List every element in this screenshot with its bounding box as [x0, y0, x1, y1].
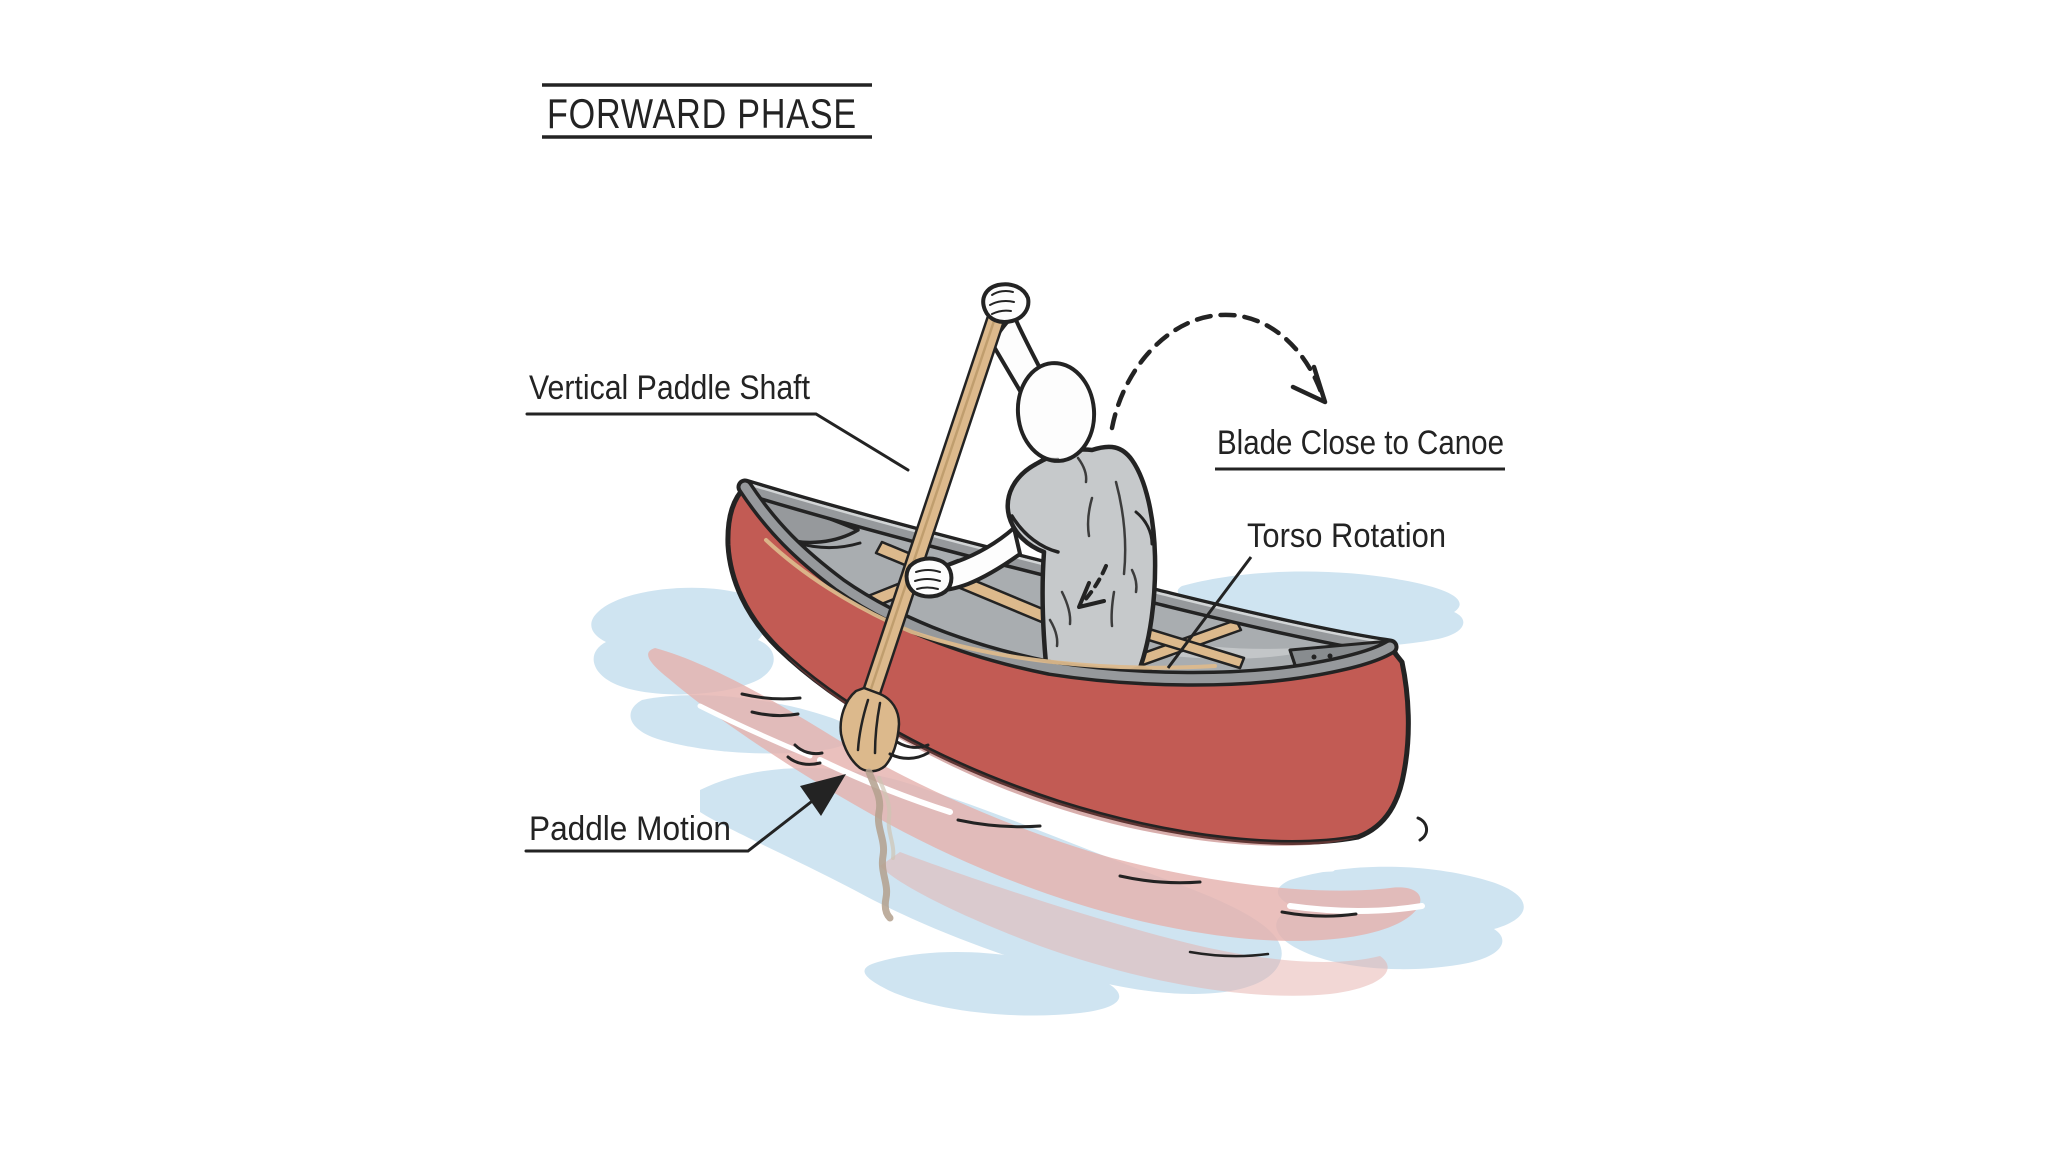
wave-line-2 [750, 710, 800, 718]
hull-shading-bottom [778, 648, 1358, 846]
torso-rotation-leader [1166, 556, 1253, 669]
paddle-motion-leader [524, 793, 822, 853]
paddler-lower-hand [904, 556, 954, 599]
shirt-fold-4 [1060, 590, 1072, 626]
wave-line-6 [1188, 950, 1270, 958]
paddle [839, 282, 1031, 773]
wave-line-3 [956, 818, 1042, 829]
blade-wake [786, 740, 930, 922]
torso-rotation-dashed-curve [1082, 564, 1108, 603]
blade-ridge-1 [856, 698, 870, 752]
label-vertical-paddle-shaft: Vertical Paddle Shaft [529, 369, 810, 407]
water-highlight-streak-3 [1136, 848, 1336, 873]
label-torso-rotation: Torso Rotation [1247, 517, 1446, 555]
shirt-fold-2 [1114, 480, 1127, 576]
recovery-arc-dashed-arrow [1109, 312, 1324, 431]
paddle-shaft-shading [869, 305, 1001, 690]
wave-line-5 [1280, 910, 1358, 918]
inwale-wood-line [764, 538, 1217, 670]
paddle-blade [839, 686, 901, 773]
annotations: FORWARD PHASE Vertical Paddle Shaft Blad… [524, 83, 1505, 853]
lower-hand-finger-3 [916, 586, 939, 590]
ripple-right-1 [888, 751, 930, 760]
paddler-top-hand [981, 282, 1031, 324]
lower-hand-finger-1 [915, 569, 941, 573]
water-highlight-streak-4 [1287, 903, 1425, 914]
ripple-left-1 [786, 755, 822, 766]
label-paddle-motion: Paddle Motion [529, 810, 731, 848]
wave-line-1 [740, 692, 802, 701]
paddler [924, 318, 1158, 677]
stern-cap-rivet-1 [1311, 654, 1317, 660]
ripple-left-2 [793, 743, 824, 756]
shirt-fold-1 [1076, 456, 1088, 484]
blade-drip-trail [865, 768, 894, 922]
paddler-head [1015, 361, 1097, 463]
top-hand-finger-1 [991, 290, 1014, 296]
paddle-motion-arrowhead-icon [800, 774, 846, 816]
stern-cap-rivet-2 [1327, 653, 1333, 659]
stern-curl [1416, 816, 1428, 842]
shirt-fold-5 [1110, 590, 1116, 628]
ripple-right-2 [895, 740, 930, 749]
lower-hand-finger-2 [914, 578, 941, 582]
shirt-fold-3 [1086, 496, 1094, 538]
sleeve-hem-right [1134, 510, 1154, 546]
page-title: FORWARD PHASE [547, 90, 857, 137]
water-patch-left [591, 587, 774, 695]
water-highlight-streak-1 [697, 703, 813, 759]
sleeve-hem-left [1010, 514, 1060, 554]
blade-ridge-2 [873, 701, 882, 755]
shirt-fold-6 [1048, 618, 1059, 648]
recovery-arc-arrowhead-icon [1290, 364, 1328, 405]
canoe-hull-group [725, 479, 1428, 846]
water [591, 571, 1524, 1016]
label-blade-close-to-canoe: Blade Close to Canoe [1217, 424, 1504, 462]
top-hand-finger-3 [991, 309, 1012, 315]
torso-rotation-arrowhead-icon [1077, 581, 1106, 609]
water-patch-bottom-2 [864, 951, 1120, 1016]
top-hand-finger-2 [989, 300, 1015, 306]
shirt-fold-7 [1130, 568, 1138, 594]
chin-line [1028, 445, 1060, 461]
canoe-reflection-pink-2 [880, 852, 1388, 996]
vertical-paddle-shaft-leader [525, 412, 910, 472]
wave-line-4 [1118, 874, 1202, 885]
near-gunwale [740, 482, 1395, 684]
blade-drip-trail-2 [877, 776, 896, 860]
paddler-torso [1005, 444, 1158, 677]
